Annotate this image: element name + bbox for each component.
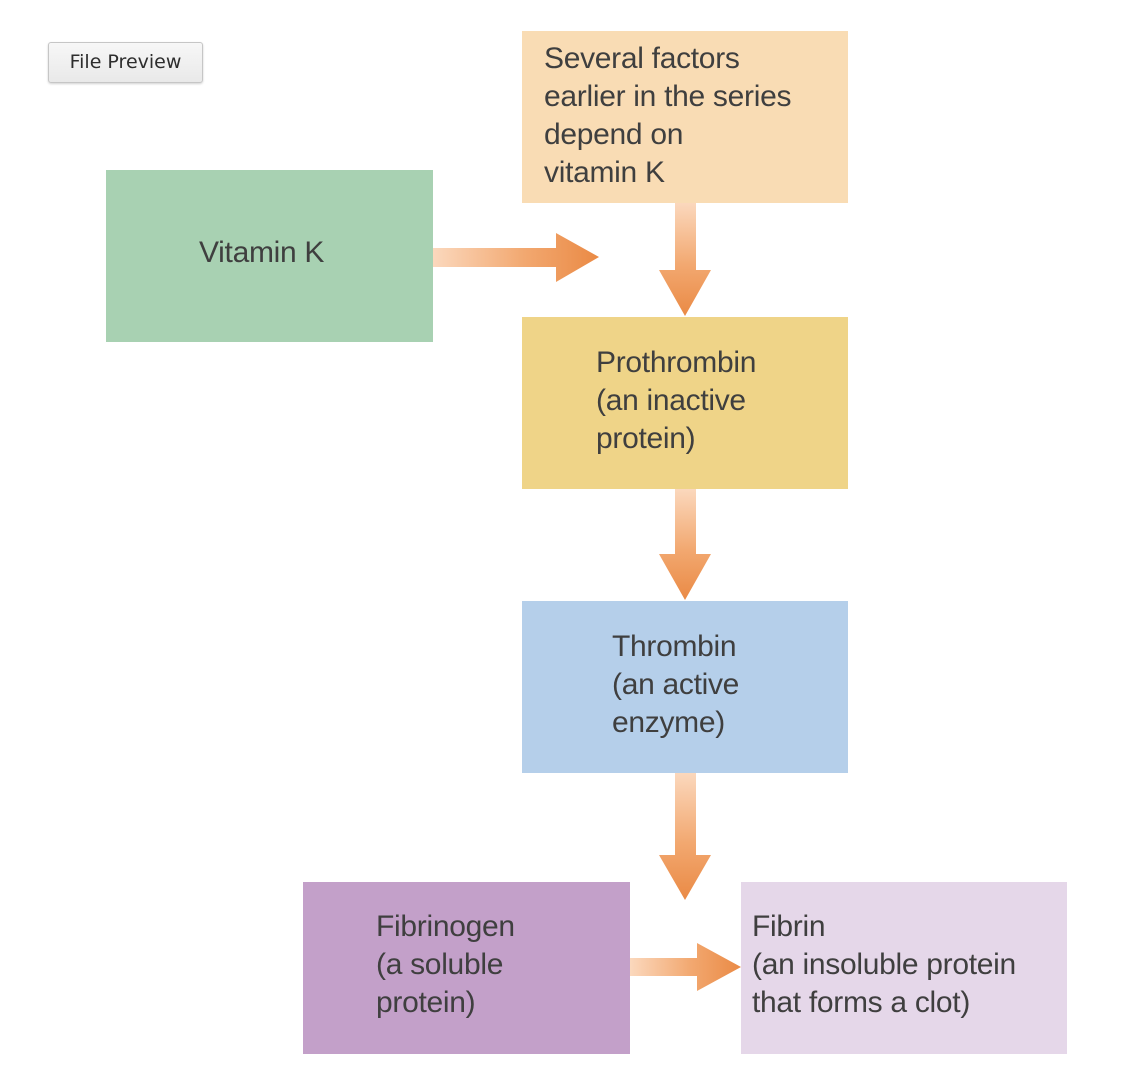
vitamin-k-box: Vitamin K xyxy=(106,170,433,342)
arrow-thrombin-to-fibrin xyxy=(659,773,711,900)
file-preview-button[interactable]: File Preview xyxy=(48,42,203,83)
box-text-line: (an inactive xyxy=(596,384,746,417)
box-text-line: Thrombin xyxy=(612,630,737,663)
arrow-fibrinogen-to-fibrin xyxy=(630,943,741,991)
fibrin-box: Fibrin (an insoluble protein that forms … xyxy=(741,882,1067,1054)
arrow-prothrombin-to-thrombin xyxy=(659,489,711,600)
box-text-line: protein) xyxy=(596,422,696,455)
box-text-line: Several factors xyxy=(544,42,740,75)
box-text-line: enzyme) xyxy=(612,706,725,739)
box-text-line: Vitamin K xyxy=(199,236,325,269)
box-text-line: (an insoluble protein xyxy=(752,948,1016,981)
box-text-line: that forms a clot) xyxy=(752,986,971,1019)
box-text-line: vitamin K xyxy=(544,156,665,189)
box-text-line: depend on xyxy=(544,118,684,151)
box-text-line: (a soluble xyxy=(376,948,504,981)
prothrombin-box: Prothrombin (an inactive protein) xyxy=(522,317,848,489)
arrow-vitamin-k-to-pathway xyxy=(433,233,599,282)
arrow-factors-to-prothrombin xyxy=(659,203,711,316)
box-text-line: protein) xyxy=(376,986,476,1019)
box-text-line: Fibrin xyxy=(752,910,826,943)
vitamin-k-dependent-factors-box: Several factors earlier in the series de… xyxy=(522,31,848,203)
box-text-line: earlier in the series xyxy=(544,80,792,113)
fibrinogen-box: Fibrinogen (a soluble protein) xyxy=(303,882,630,1054)
box-text-line: (an active xyxy=(612,668,740,701)
thrombin-box: Thrombin (an active enzyme) xyxy=(522,601,848,773)
box-text-line: Fibrinogen xyxy=(376,910,515,943)
box-text-line: Prothrombin xyxy=(596,346,757,379)
